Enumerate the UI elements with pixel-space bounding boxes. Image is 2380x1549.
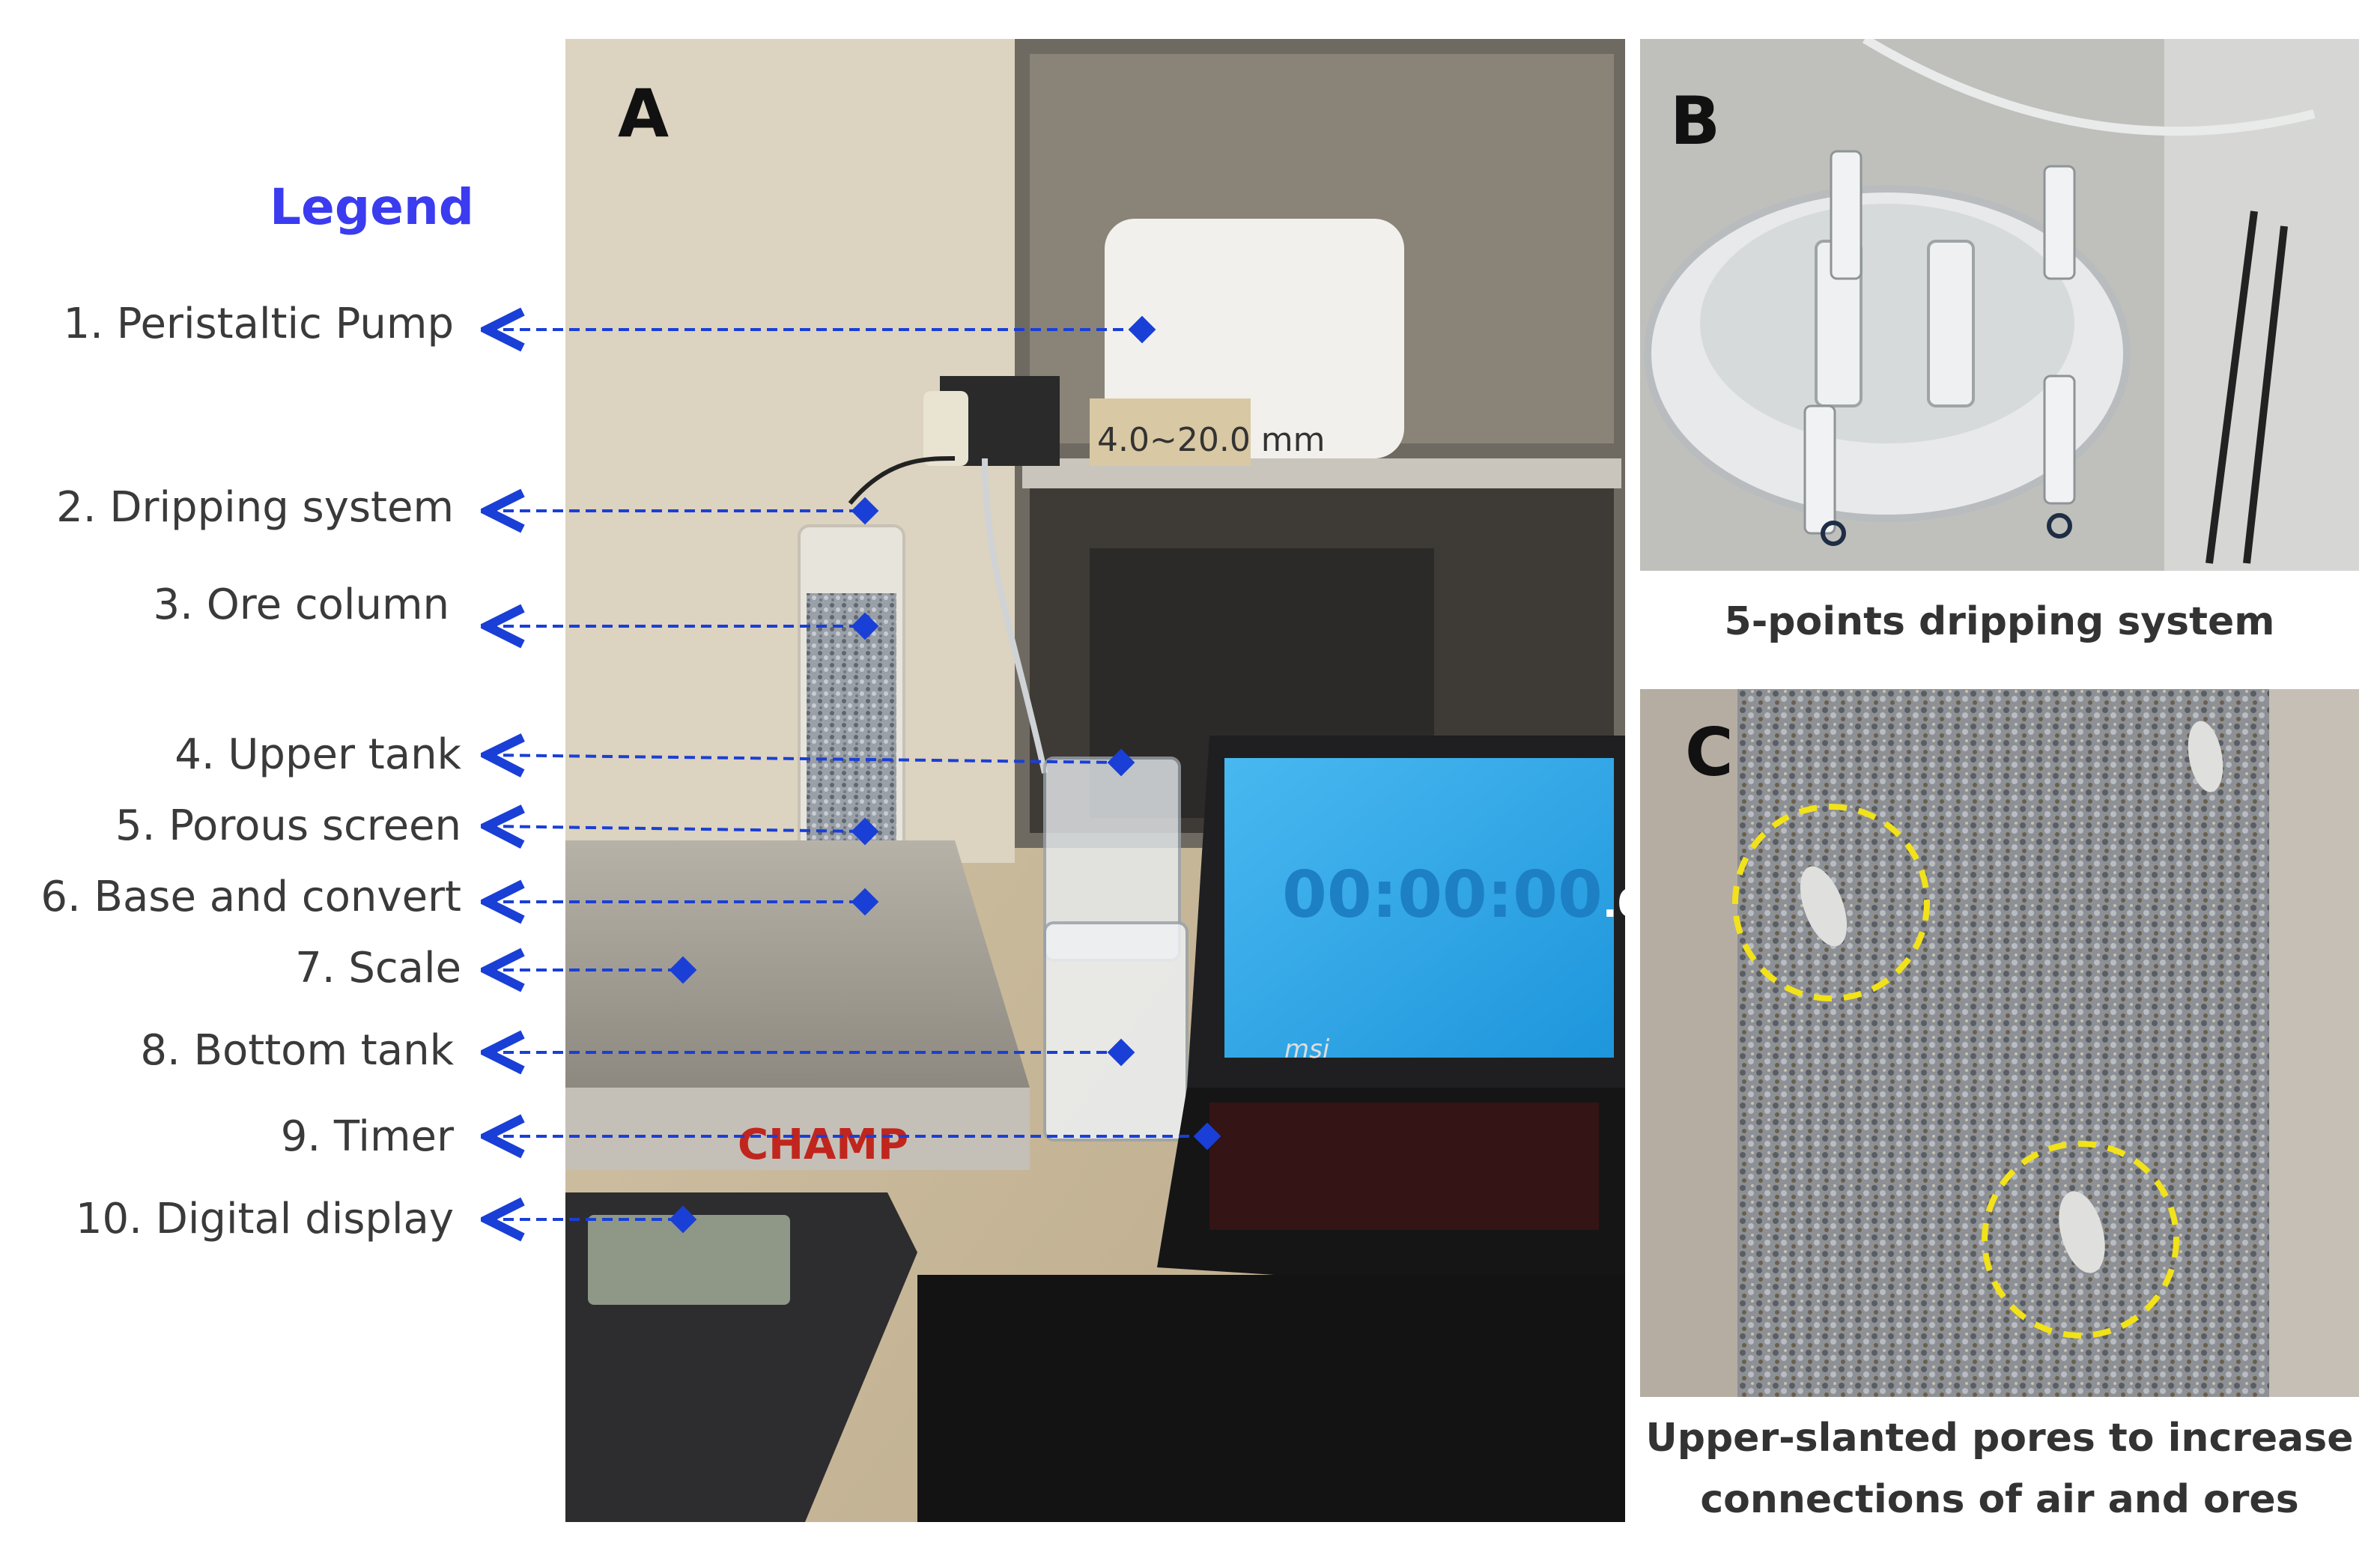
legend-title: Legend bbox=[270, 178, 475, 236]
laptop-brand: msi bbox=[1284, 1034, 1330, 1064]
panel-c-caption-line1: Upper-slanted pores to increase bbox=[1645, 1416, 2354, 1461]
timer-readout: 00:00:00.00 bbox=[1282, 858, 1672, 933]
arrow-porous-screen bbox=[487, 826, 866, 831]
timer-main: 00:00:00 bbox=[1282, 858, 1603, 933]
scale-platform bbox=[565, 840, 1030, 1088]
dripping-system-illustration: B bbox=[1640, 39, 2359, 571]
legend-item-ore-column: 3. Ore column bbox=[153, 581, 450, 629]
pores-illustration: C bbox=[1640, 689, 2359, 1397]
panel-c-letter: C bbox=[1685, 714, 1734, 791]
highlight-circle-upper bbox=[1732, 804, 1930, 1001]
legend-item-timer: 9. Timer bbox=[280, 1112, 454, 1161]
bottom-tank-beaker bbox=[1043, 921, 1189, 1142]
legend-item-digital-display: 10. Digital display bbox=[75, 1195, 454, 1243]
scale-brand: CHAMP bbox=[738, 1121, 908, 1169]
arrow-upper-tank bbox=[487, 755, 1122, 763]
legend-item-bottom-tank: 8. Bottom tank bbox=[140, 1026, 454, 1075]
legend-item-dripping-system: 2. Dripping system bbox=[56, 483, 454, 532]
highlight-circle-lower bbox=[1982, 1141, 2179, 1339]
lab-setup-illustration: 4.0~20.0 mm CHAMP msi A bbox=[565, 39, 1625, 1522]
panel-c-photo: C bbox=[1640, 689, 2359, 1397]
legend-item-base-and-convert: 6. Base and convert bbox=[40, 873, 461, 921]
panel-b-photo: B bbox=[1640, 39, 2359, 571]
legend-item-scale: 7. Scale bbox=[295, 944, 461, 992]
panel-c-caption-line2: connections of air and ores bbox=[1700, 1477, 2299, 1522]
panel-a-photo: 4.0~20.0 mm CHAMP msi A bbox=[565, 39, 1625, 1522]
ore-gravel bbox=[1730, 689, 2269, 1397]
panel-a-letter: A bbox=[618, 75, 669, 152]
pump-range-label: 4.0~20.0 mm bbox=[1097, 421, 1326, 459]
panel-b-caption: 5-points dripping system bbox=[1724, 599, 2275, 644]
legend-item-upper-tank: 4. Upper tank bbox=[174, 730, 461, 779]
panel-b-letter: B bbox=[1670, 82, 1720, 160]
legend-item-porous-screen: 5. Porous screen bbox=[115, 801, 461, 850]
legend-item-peristaltic-pump: 1. Peristaltic Pump bbox=[63, 300, 454, 348]
marker-peristaltic-pump bbox=[1128, 315, 1156, 344]
